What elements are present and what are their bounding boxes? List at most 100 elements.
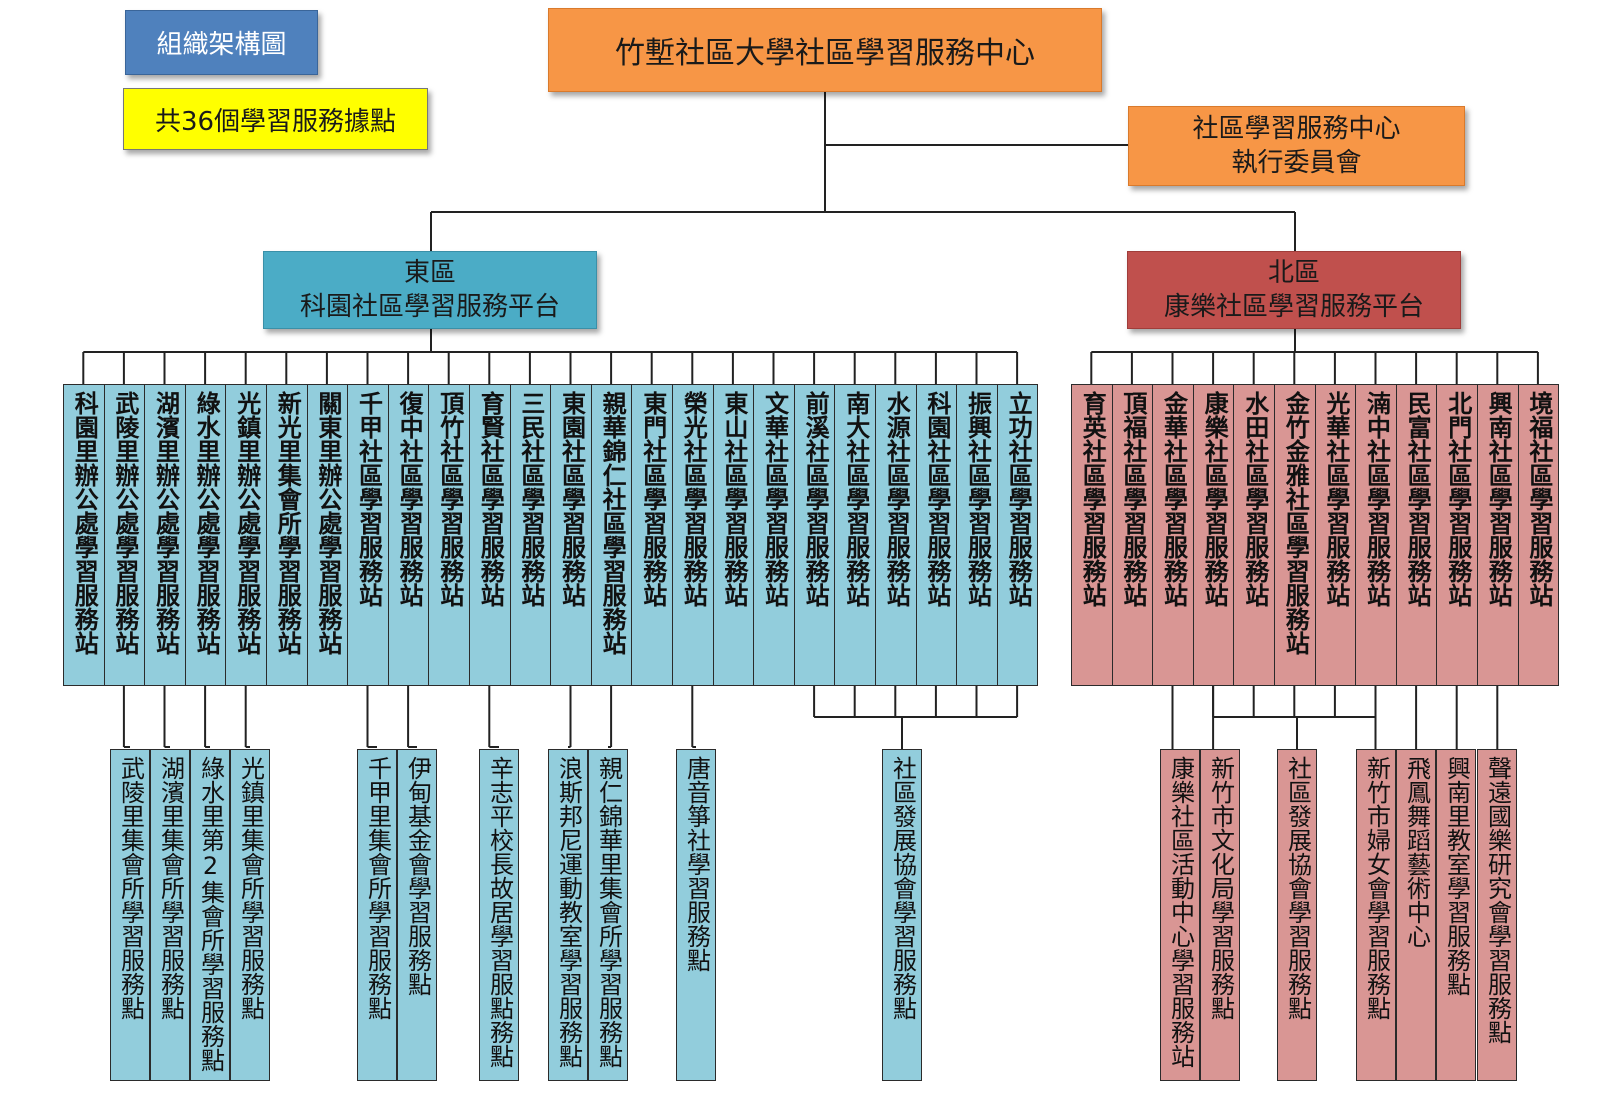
east-station: 文華社區學習服務站 bbox=[753, 384, 795, 686]
east-platform-box: 東區 科園社區學習服務平台 bbox=[263, 251, 597, 329]
east-station-label: 綠水里辦公處學習服務站 bbox=[192, 391, 221, 655]
north-region: 北區 bbox=[1267, 258, 1320, 288]
east-station: 復中社區學習服務站 bbox=[387, 384, 430, 686]
north-station: 湳中社區學習服務站 bbox=[1355, 384, 1397, 686]
committee-box: 社區學習服務中心 執行委員會 bbox=[1128, 106, 1465, 186]
north-point-label: 康樂社區活動中心學習服務站 bbox=[1166, 756, 1195, 1068]
east-station: 關東里辦公處學習服務站 bbox=[306, 384, 349, 686]
north-station: 水田社區學習服務站 bbox=[1233, 384, 1275, 686]
east-station: 科園里辦公處學習服務站 bbox=[63, 384, 105, 686]
north-station: 育英社區學習服務站 bbox=[1071, 384, 1113, 686]
east-point-label: 千甲里集會所學習服務點 bbox=[363, 756, 392, 1020]
east-point-label: 親仁錦華里集會所學習服務點 bbox=[594, 756, 623, 1068]
north-station-label: 頂福社區學習服務站 bbox=[1118, 391, 1147, 607]
east-point: 綠水里第2集會所學習服務點 bbox=[190, 749, 230, 1081]
north-station: 金竹金雅社區學習服務站 bbox=[1274, 384, 1316, 686]
north-station-label: 民富社區學習服務站 bbox=[1403, 391, 1432, 607]
north-station: 金華社區學習服務站 bbox=[1152, 384, 1194, 686]
north-station-label: 光華社區學習服務站 bbox=[1321, 391, 1350, 607]
north-point: 社區發展協會學習服務點 bbox=[1277, 749, 1317, 1081]
north-station: 興南社區學習服務站 bbox=[1477, 384, 1519, 686]
east-point: 辛志平校長故居學習服點務點 bbox=[479, 749, 519, 1081]
east-station-label: 立功社區學習服務站 bbox=[1004, 391, 1033, 607]
north-station: 光華社區學習服務站 bbox=[1314, 384, 1357, 686]
east-station-label: 東園社區學習服務站 bbox=[557, 391, 586, 607]
north-station-label: 育英社區學習服務站 bbox=[1078, 391, 1107, 607]
committee-line2: 執行委員會 bbox=[1231, 148, 1362, 178]
east-point: 武陵里集會所學習服務點 bbox=[110, 749, 150, 1081]
north-station-label: 境福社區學習服務站 bbox=[1524, 391, 1553, 607]
east-station-label: 科園社區學習服務站 bbox=[922, 391, 951, 607]
east-station: 新光里集會所學習服務站 bbox=[266, 384, 308, 686]
east-station: 榮光社區學習服務站 bbox=[672, 384, 714, 686]
east-station-label: 科園里辦公處學習服務站 bbox=[70, 391, 99, 655]
east-station-label: 文華社區學習服務站 bbox=[760, 391, 789, 607]
legend-title-box: 組織架構圖 bbox=[125, 10, 318, 75]
east-point-label: 社區發展協會學習服務點 bbox=[888, 756, 917, 1020]
east-point: 社區發展協會學習服務點 bbox=[882, 749, 922, 1081]
north-point: 聲遠國樂研究會學習服務點 bbox=[1477, 749, 1517, 1081]
east-station-label: 千甲社區學習服務站 bbox=[354, 391, 383, 607]
east-point: 浪斯邦尼運動教室學習服務點 bbox=[548, 749, 588, 1081]
north-point-label: 聲遠國樂研究會學習服務點 bbox=[1483, 756, 1512, 1044]
east-station-label: 武陵里辦公處學習服務站 bbox=[110, 391, 139, 655]
east-point-label: 辛志平校長故居學習服點務點 bbox=[485, 756, 514, 1068]
east-station-label: 新光里集會所學習服務站 bbox=[273, 391, 302, 655]
east-point-label: 武陵里集會所學習服務點 bbox=[116, 756, 145, 1020]
north-station-label: 康樂社區學習服務站 bbox=[1200, 391, 1229, 607]
east-station-label: 前溪社區學習服務站 bbox=[801, 391, 830, 607]
east-point: 湖濱里集會所學習服務點 bbox=[150, 749, 190, 1081]
east-point-label: 光鎮里集會所學習服務點 bbox=[236, 756, 265, 1020]
north-point-label: 飛鳳舞蹈藝術中心 bbox=[1402, 756, 1431, 948]
east-station-label: 水源社區學習服務站 bbox=[882, 391, 911, 607]
legend-title: 組織架構圖 bbox=[156, 30, 287, 60]
north-point: 新竹市婦女會學習服務點 bbox=[1356, 749, 1396, 1081]
east-station-label: 三民社區學習服務站 bbox=[516, 391, 545, 607]
north-station: 北門社區學習服務站 bbox=[1436, 384, 1478, 686]
east-point-label: 伊甸基金會學習服務點 bbox=[403, 756, 432, 996]
east-station-label: 東門社區學習服務站 bbox=[638, 391, 667, 607]
east-station: 綠水里辦公處學習服務站 bbox=[184, 384, 227, 686]
east-station-label: 榮光社區學習服務站 bbox=[679, 391, 708, 607]
east-station: 親華錦仁社區學習服務站 bbox=[590, 384, 633, 686]
north-station-label: 水田社區學習服務站 bbox=[1240, 391, 1269, 607]
east-station-label: 育賢社區學習服務站 bbox=[476, 391, 505, 607]
north-station-label: 金竹金雅社區學習服務站 bbox=[1281, 391, 1310, 655]
east-point-label: 湖濱里集會所學習服務點 bbox=[156, 756, 185, 1020]
east-station: 前溪社區學習服務站 bbox=[793, 384, 836, 686]
east-point: 親仁錦華里集會所學習服務點 bbox=[588, 749, 628, 1081]
north-station: 民富社區學習服務站 bbox=[1395, 384, 1438, 686]
east-station: 東門社區學習服務站 bbox=[631, 384, 673, 686]
north-point-label: 社區發展協會學習服務點 bbox=[1283, 756, 1312, 1020]
east-station-label: 東山社區學習服務站 bbox=[719, 391, 748, 607]
east-station-label: 南大社區學習服務站 bbox=[841, 391, 870, 607]
east-point: 光鎮里集會所學習服務點 bbox=[230, 749, 270, 1081]
legend-count-box: 共36個學習服務據點 bbox=[123, 88, 428, 150]
east-point: 唐音箏社學習服務點 bbox=[676, 749, 716, 1081]
north-point: 興南里教室學習服務點 bbox=[1436, 749, 1476, 1081]
east-station: 水源社區學習服務站 bbox=[875, 384, 917, 686]
east-station-label: 親華錦仁社區學習服務站 bbox=[598, 391, 627, 655]
east-station: 湖濱里辦公處學習服務站 bbox=[144, 384, 186, 686]
east-platform: 科園社區學習服務平台 bbox=[299, 292, 560, 322]
east-station: 東山社區學習服務站 bbox=[712, 384, 755, 686]
east-point: 伊甸基金會學習服務點 bbox=[397, 749, 437, 1081]
center-box: 竹塹社區大學社區學習服務中心 bbox=[548, 8, 1102, 92]
committee-line1: 社區學習服務中心 bbox=[1192, 114, 1401, 144]
north-platform: 康樂社區學習服務平台 bbox=[1163, 292, 1424, 322]
north-station-label: 湳中社區學習服務站 bbox=[1362, 391, 1391, 607]
east-station: 頂竹社區學習服務站 bbox=[428, 384, 470, 686]
east-station-label: 關東里辦公處學習服務站 bbox=[313, 391, 342, 655]
north-point-label: 興南里教室學習服務點 bbox=[1442, 756, 1471, 996]
east-station-label: 頂竹社區學習服務站 bbox=[435, 391, 464, 607]
east-point: 千甲里集會所學習服務點 bbox=[357, 749, 397, 1081]
north-station-label: 北門社區學習服務站 bbox=[1443, 391, 1472, 607]
east-point-label: 浪斯邦尼運動教室學習服務點 bbox=[554, 756, 583, 1068]
north-platform-box: 北區 康樂社區學習服務平台 bbox=[1127, 251, 1461, 329]
east-station-label: 湖濱里辦公處學習服務站 bbox=[151, 391, 180, 655]
east-point-label: 綠水里第2集會所學習服務點 bbox=[196, 756, 225, 1072]
north-point-label: 新竹市婦女會學習服務點 bbox=[1362, 756, 1391, 1020]
east-region: 東區 bbox=[403, 258, 456, 288]
north-point: 飛鳳舞蹈藝術中心 bbox=[1396, 749, 1436, 1081]
legend-count: 共36個學習服務據點 bbox=[154, 106, 397, 137]
